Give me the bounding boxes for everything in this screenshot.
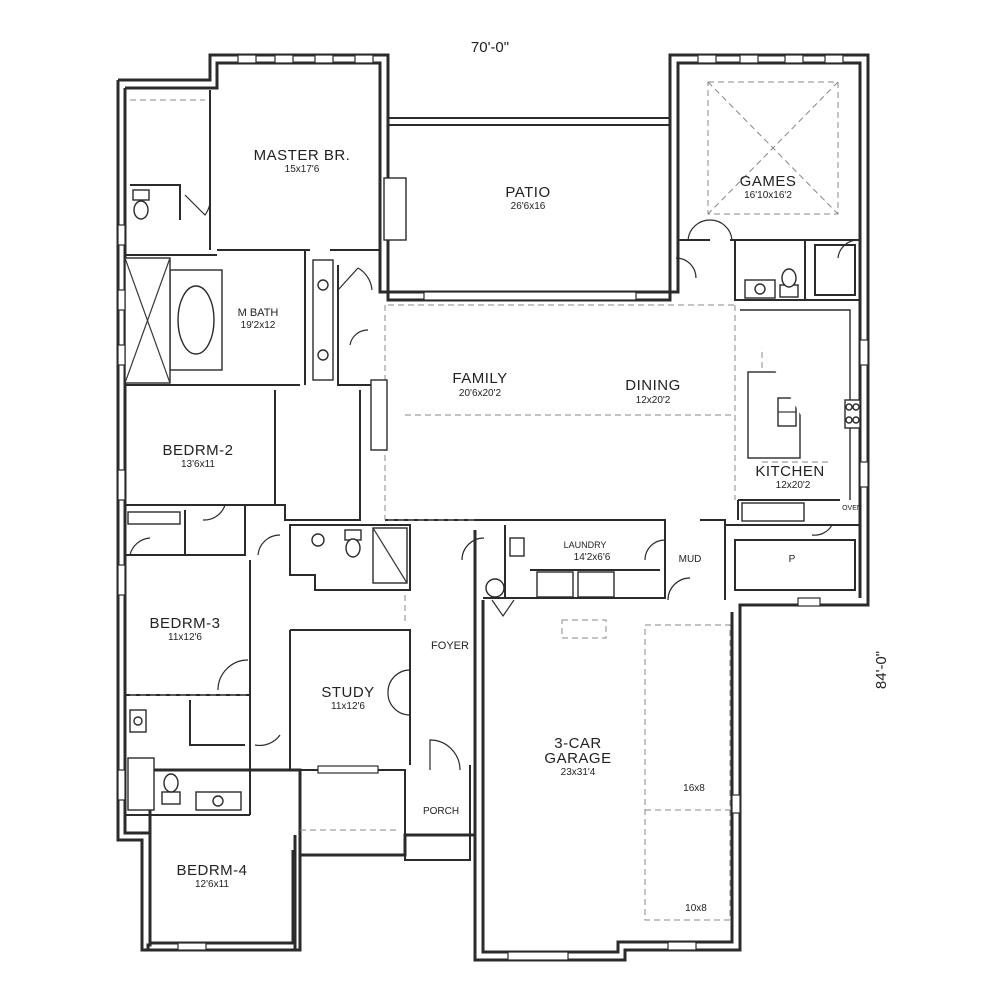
games-size: 16'10x16'2 (744, 190, 792, 201)
laundry-sink (509, 537, 525, 557)
kitchen-size: 12x20'2 (776, 480, 811, 491)
width-dimension: 70'-0" (471, 39, 509, 56)
bedrm4-size: 12'6x11 (195, 879, 229, 890)
door-swing (811, 524, 833, 536)
bedrm2-size: 13'6x11 (181, 459, 215, 470)
washer (536, 571, 574, 598)
m-bath-name: M BATH (238, 307, 279, 319)
master-vanity (312, 259, 334, 381)
laundry-size: 14'2x6'6 (574, 552, 611, 563)
garage-size: 23x31'4 (561, 767, 596, 778)
tub-basin (177, 285, 215, 355)
mud-name: MUD (679, 554, 702, 565)
garage-bay2: 10x8 (685, 903, 707, 914)
doors (129, 194, 859, 771)
games-name: GAMES (740, 173, 797, 190)
bedrm4-name: BEDRM-4 (176, 862, 247, 879)
bed34-tub (127, 757, 155, 811)
door-swing (129, 537, 151, 556)
door-swing (202, 504, 226, 521)
study-name: STUDY (321, 684, 374, 701)
labels: 70'-0" 84'-0" MASTER BR. 15x17'6 PATIO 2… (149, 39, 890, 914)
patio-name: PATIO (505, 184, 550, 201)
family-name: FAMILY (452, 370, 507, 387)
patio-fireplace (383, 177, 407, 241)
fixtures (124, 177, 861, 811)
garage-line2: GARAGE (544, 750, 611, 767)
door-swing (687, 219, 733, 241)
dining-name: DINING (625, 377, 681, 394)
bed34-toilet (163, 773, 179, 793)
door-swing (254, 734, 281, 747)
garage-bay1: 16x8 (683, 783, 705, 794)
dining-size: 12x20'2 (636, 395, 671, 406)
exterior-walls (116, 53, 870, 962)
patio-size: 26'6x16 (511, 201, 546, 212)
door-swing (461, 537, 485, 561)
laundry-name: LAUNDRY (564, 540, 607, 550)
master-br-size: 15x17'6 (285, 164, 320, 175)
door-swing (837, 239, 859, 259)
family-fireplace (370, 379, 388, 451)
study-size: 11x12'6 (331, 701, 365, 712)
bedrm2-name: BEDRM-2 (162, 442, 233, 459)
master-br-name: MASTER BR. (254, 147, 351, 164)
door-swing (184, 194, 211, 216)
pantry-name: P (789, 554, 796, 565)
bed2-bath-counter (127, 511, 181, 525)
water-heater (485, 578, 505, 598)
front-door (429, 739, 461, 771)
interior-walls (125, 90, 860, 816)
door-swing (667, 577, 691, 601)
family-size: 20'6x20'2 (459, 388, 502, 399)
hall-sink (311, 533, 325, 547)
kitchen-name: KITCHEN (755, 463, 824, 480)
door-swing (257, 534, 281, 556)
oven-label: OVEN (842, 505, 862, 512)
door-swing (644, 539, 666, 561)
porch-name: PORCH (423, 806, 459, 817)
bedrm3-size: 11x12'6 (168, 632, 202, 643)
study-double-door (387, 669, 411, 716)
bedrm3-name: BEDRM-3 (149, 615, 220, 632)
garage-line1: 3-CAR (554, 735, 602, 752)
dryer (577, 571, 615, 598)
master-toilet (132, 189, 150, 201)
door-swing (349, 329, 369, 346)
depth-dimension: 84'-0" (873, 651, 890, 689)
kitchen-base-counter (741, 502, 805, 522)
door-swing (491, 599, 515, 618)
dashed-lines (130, 81, 839, 921)
windows (117, 54, 869, 961)
foyer-name: FOYER (431, 640, 469, 652)
door-swing (675, 257, 697, 279)
door-swing (217, 659, 249, 691)
door-swing (337, 267, 373, 291)
m-bath-size: 19'2x12 (241, 320, 276, 331)
